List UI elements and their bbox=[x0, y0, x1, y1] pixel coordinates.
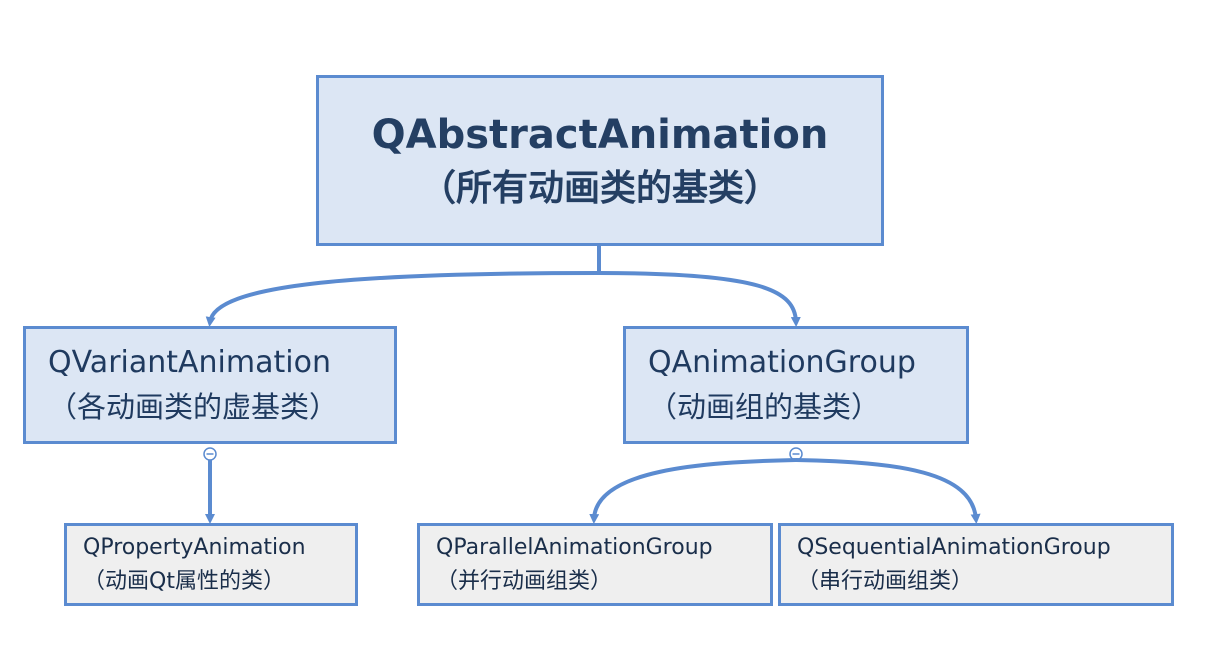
node-qpropertyanimation: QPropertyAnimation （动画Qt属性的类） bbox=[64, 523, 358, 606]
node-qparallelanimationgroup: QParallelAnimationGroup （并行动画组类） bbox=[417, 523, 773, 606]
node-subtitle: （动画Qt属性的类） bbox=[83, 568, 285, 594]
node-qanimationgroup: QAnimationGroup （动画组的基类） bbox=[623, 326, 969, 444]
node-title: QVariantAnimation bbox=[48, 345, 331, 380]
node-qabstractanimation: QAbstractAnimation （所有动画类的基类） bbox=[316, 75, 884, 246]
node-subtitle: （动画组的基类） bbox=[648, 390, 881, 424]
node-qsequentialanimationgroup: QSequentialAnimationGroup （串行动画组类） bbox=[778, 523, 1174, 606]
node-subtitle: （并行动画组类） bbox=[436, 568, 613, 594]
connector-root-to-group bbox=[598, 271, 801, 327]
node-subtitle: （各动画类的虚基类） bbox=[48, 390, 339, 424]
connector-root-to-variant bbox=[205, 271, 600, 327]
node-title: QPropertyAnimation bbox=[83, 534, 306, 560]
node-title: QAbstractAnimation bbox=[371, 111, 829, 158]
node-title: QAnimationGroup bbox=[648, 345, 916, 380]
node-title: QParallelAnimationGroup bbox=[436, 534, 713, 560]
node-title: QSequentialAnimationGroup bbox=[797, 534, 1111, 560]
node-qvariantanimation: QVariantAnimation （各动画类的虚基类） bbox=[23, 326, 397, 444]
node-subtitle: （所有动画类的基类） bbox=[419, 167, 780, 209]
connector-group-to-parallel bbox=[589, 458, 797, 524]
node-subtitle: （串行动画组类） bbox=[797, 568, 974, 594]
connector-group-to-sequential bbox=[795, 458, 981, 524]
